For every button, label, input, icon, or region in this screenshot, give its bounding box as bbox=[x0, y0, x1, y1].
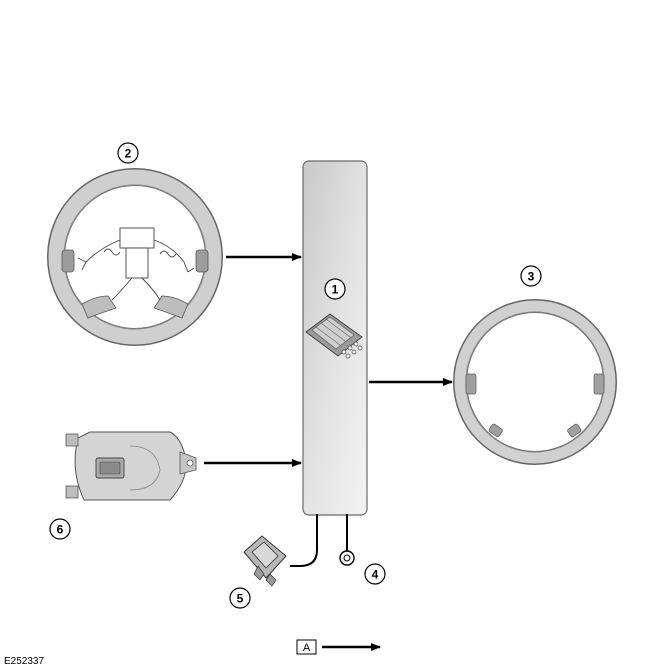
callout-6: 6 bbox=[49, 518, 71, 540]
callout-3-label: 3 bbox=[528, 270, 535, 284]
callout-1: 1 bbox=[324, 278, 346, 300]
fuse-icon bbox=[243, 535, 287, 587]
heated-rim bbox=[453, 299, 617, 465]
callout-4: 4 bbox=[364, 563, 386, 585]
legend-key-a: A bbox=[296, 639, 381, 655]
callout-6-label: 6 bbox=[57, 523, 64, 537]
legend-key-letter: A bbox=[303, 642, 311, 654]
callout-5: 5 bbox=[229, 587, 251, 609]
fuse-wire bbox=[290, 514, 318, 567]
callout-3: 3 bbox=[520, 265, 542, 287]
figure-code: E252337 bbox=[4, 656, 44, 667]
module-chip-icon bbox=[305, 313, 363, 359]
wheel-hub-wiring bbox=[77, 227, 195, 301]
heated-steering-wheel-module bbox=[302, 160, 368, 516]
steering-wheel bbox=[47, 168, 223, 346]
callout-2-label: 2 bbox=[125, 147, 132, 161]
callout-5-label: 5 bbox=[237, 592, 244, 606]
callout-2: 2 bbox=[117, 142, 139, 164]
callout-4-label: 4 bbox=[372, 568, 379, 582]
ground-terminal-icon bbox=[339, 550, 355, 566]
steering-wheel-switch-pack bbox=[65, 431, 197, 501]
callout-1-label: 1 bbox=[332, 283, 339, 297]
